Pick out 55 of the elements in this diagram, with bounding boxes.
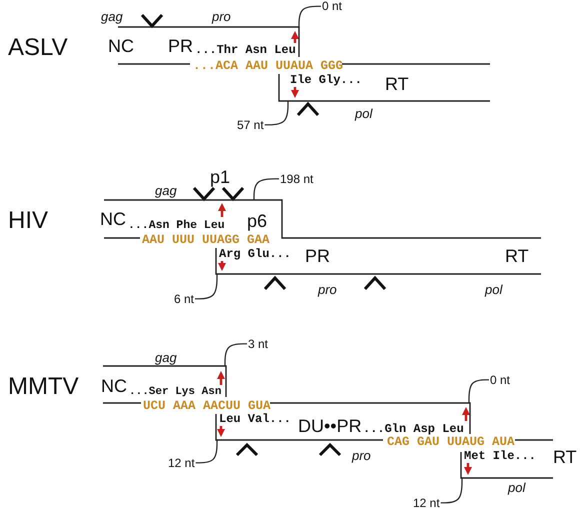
leader-line bbox=[468, 379, 489, 403]
amino-acid-sequence: ...Thr Asn Leu bbox=[195, 44, 296, 56]
domain-label: PR bbox=[305, 246, 330, 265]
leader-line bbox=[224, 343, 247, 366]
frame-label: gag bbox=[155, 350, 177, 364]
frame-label: pol bbox=[508, 480, 526, 494]
row-label: MMTV bbox=[8, 374, 79, 399]
domain-label: p6 bbox=[247, 212, 268, 230]
reading-frame-line bbox=[215, 248, 541, 275]
frame-label: pol bbox=[355, 106, 372, 120]
domain-label: PR bbox=[168, 36, 194, 55]
domain-label: NC bbox=[101, 376, 127, 395]
distance-label: 6 nt bbox=[174, 292, 194, 305]
amino-acid-sequence: ...Asn Phe Leu bbox=[128, 220, 225, 232]
amino-acid-sequence: Met Ile... bbox=[464, 450, 536, 462]
frame-label: pro bbox=[212, 10, 231, 23]
domain-label: p1 bbox=[210, 168, 230, 186]
frame-label: gag bbox=[155, 184, 177, 197]
nucleotide-sequence: UCU AAA AACUU GUA bbox=[143, 400, 271, 412]
distance-label: 0 nt bbox=[490, 374, 510, 386]
frame-label: pro bbox=[352, 448, 371, 462]
distance-label: 198 nt bbox=[280, 172, 314, 185]
distance-label: 12 nt bbox=[168, 456, 195, 469]
amino-acid-sequence: Leu Val... bbox=[219, 412, 292, 425]
domain-label: RT bbox=[553, 448, 577, 466]
amino-acid-sequence: Ile Gly... bbox=[290, 74, 362, 86]
domain-label: RT bbox=[385, 74, 409, 93]
frame-label: pro bbox=[318, 282, 337, 296]
distance-label: 0 nt bbox=[322, 0, 342, 12]
domain-label: RT bbox=[505, 246, 529, 265]
reading-frame-line bbox=[103, 365, 227, 397]
amino-acid-sequence: Arg Glu... bbox=[219, 248, 292, 260]
distance-label: 57 nt bbox=[237, 118, 264, 131]
nucleotide-sequence: ...ACA AAU UUAUA GGG bbox=[193, 60, 344, 73]
distance-label: 3 nt bbox=[248, 338, 268, 350]
leader-line bbox=[253, 178, 279, 200]
amino-acid-sequence: ...Ser Lys Asn bbox=[129, 386, 222, 398]
leader-line bbox=[298, 6, 321, 28]
distance-label: 12 nt bbox=[413, 496, 440, 509]
frame-label: gag bbox=[101, 10, 123, 23]
reading-frame-line bbox=[460, 452, 553, 479]
domain-label: NC bbox=[100, 210, 126, 228]
leader-line bbox=[195, 274, 218, 300]
nucleotide-sequence: CAG GAU UUAUG AUA bbox=[387, 436, 515, 449]
row-label: ASLV bbox=[8, 36, 68, 60]
frame-label: pol bbox=[485, 282, 502, 296]
leader-line bbox=[440, 478, 463, 504]
row-label: HIV bbox=[8, 208, 48, 233]
reading-frame-line bbox=[278, 74, 490, 102]
nucleotide-sequence: AAU UUU UUAGG GAA bbox=[142, 234, 270, 247]
amino-acid-sequence: ...Gln Asp Leu bbox=[363, 423, 464, 436]
leader-line bbox=[196, 440, 218, 464]
leader-line bbox=[264, 101, 289, 126]
domain-label: DU••PR bbox=[298, 416, 362, 435]
domain-label: NC bbox=[108, 36, 134, 55]
